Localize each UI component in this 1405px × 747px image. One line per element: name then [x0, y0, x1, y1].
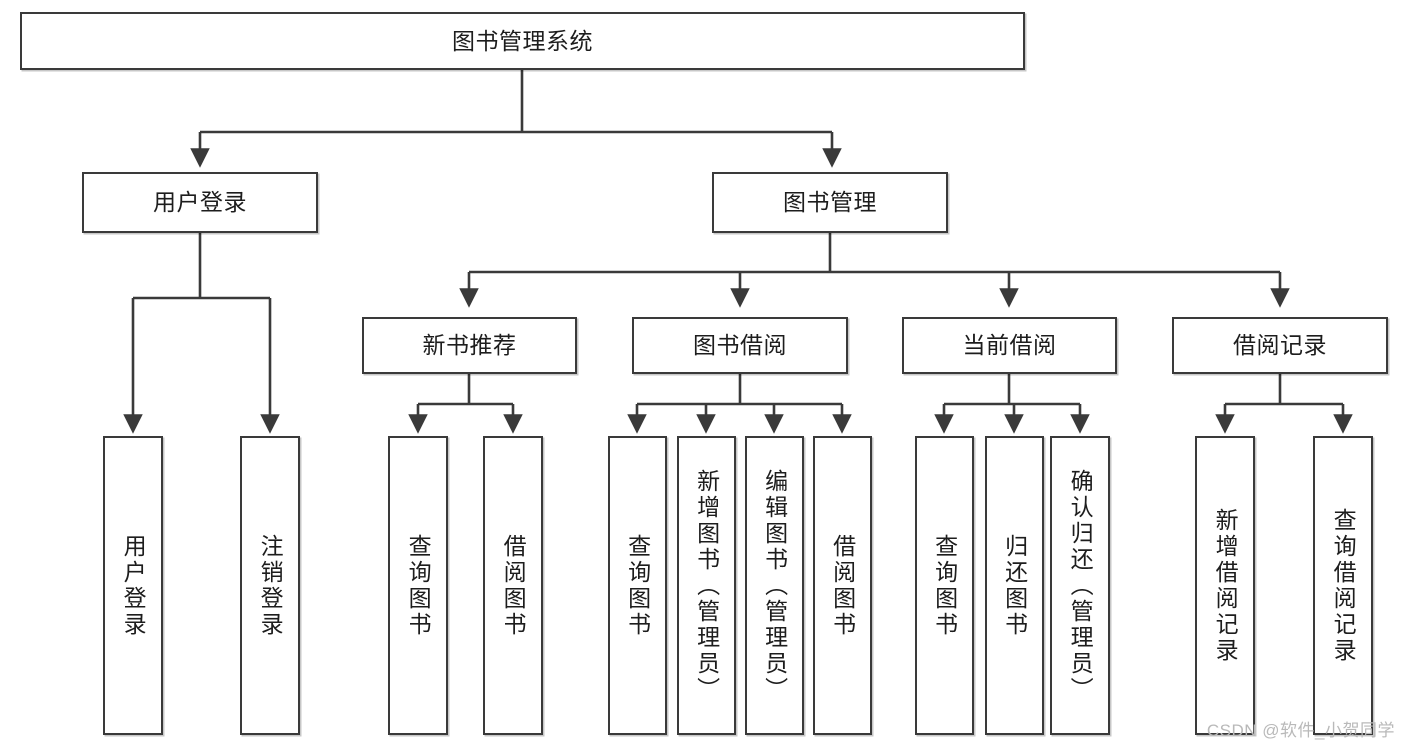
node-leaf-borrow-add-label: 新增图书（管理员） [693, 468, 720, 703]
node-leaf-borrow-add[interactable]: 新增图书（管理员） [677, 436, 736, 735]
node-book-management[interactable]: 图书管理 [712, 172, 948, 233]
node-leaf-records-add[interactable]: 新增借阅记录 [1195, 436, 1255, 735]
node-current-borrow[interactable]: 当前借阅 [902, 317, 1117, 374]
node-leaf-current-return-label: 归还图书 [1001, 533, 1028, 638]
node-leaf-records-query-label: 查询借阅记录 [1330, 507, 1357, 664]
node-leaf-borrow-query[interactable]: 查询图书 [608, 436, 667, 735]
node-leaf-borrow-edit-label: 编辑图书（管理员） [761, 468, 788, 703]
node-leaf-user-login-label: 用户登录 [120, 533, 147, 638]
node-leaf-records-query[interactable]: 查询借阅记录 [1313, 436, 1373, 735]
node-leaf-borrow-edit[interactable]: 编辑图书（管理员） [745, 436, 804, 735]
node-leaf-borrow-query-label: 查询图书 [624, 533, 651, 638]
node-leaf-current-confirm-label: 确认归还（管理员） [1067, 468, 1094, 703]
node-new-book-recommend-label: 新书推荐 [422, 332, 517, 359]
node-book-borrow-label: 图书借阅 [693, 332, 787, 359]
node-leaf-newbook-query-label: 查询图书 [405, 533, 432, 638]
node-book-borrow[interactable]: 图书借阅 [632, 317, 848, 374]
node-leaf-records-add-label: 新增借阅记录 [1212, 507, 1239, 664]
node-leaf-user-logout-label: 注销登录 [257, 533, 284, 638]
node-new-book-recommend[interactable]: 新书推荐 [362, 317, 577, 374]
node-root[interactable]: 图书管理系统 [20, 12, 1025, 70]
node-leaf-current-query[interactable]: 查询图书 [915, 436, 974, 735]
node-leaf-current-return[interactable]: 归还图书 [985, 436, 1044, 735]
node-leaf-newbook-query[interactable]: 查询图书 [388, 436, 448, 735]
node-user-login[interactable]: 用户登录 [82, 172, 318, 233]
node-book-management-label: 图书管理 [783, 189, 877, 216]
node-user-login-label: 用户登录 [153, 189, 247, 216]
node-leaf-current-confirm[interactable]: 确认归还（管理员） [1050, 436, 1110, 735]
node-leaf-newbook-borrow-label: 借阅图书 [500, 533, 527, 638]
node-borrow-records[interactable]: 借阅记录 [1172, 317, 1388, 374]
node-leaf-newbook-borrow[interactable]: 借阅图书 [483, 436, 543, 735]
node-leaf-user-logout[interactable]: 注销登录 [240, 436, 300, 735]
node-current-borrow-label: 当前借阅 [962, 332, 1057, 359]
node-root-label: 图书管理系统 [452, 27, 593, 54]
node-leaf-borrow-lend-label: 借阅图书 [829, 533, 856, 638]
node-leaf-borrow-lend[interactable]: 借阅图书 [813, 436, 872, 735]
node-leaf-user-login[interactable]: 用户登录 [103, 436, 163, 735]
node-leaf-current-query-label: 查询图书 [931, 533, 958, 638]
node-borrow-records-label: 借阅记录 [1233, 332, 1327, 359]
